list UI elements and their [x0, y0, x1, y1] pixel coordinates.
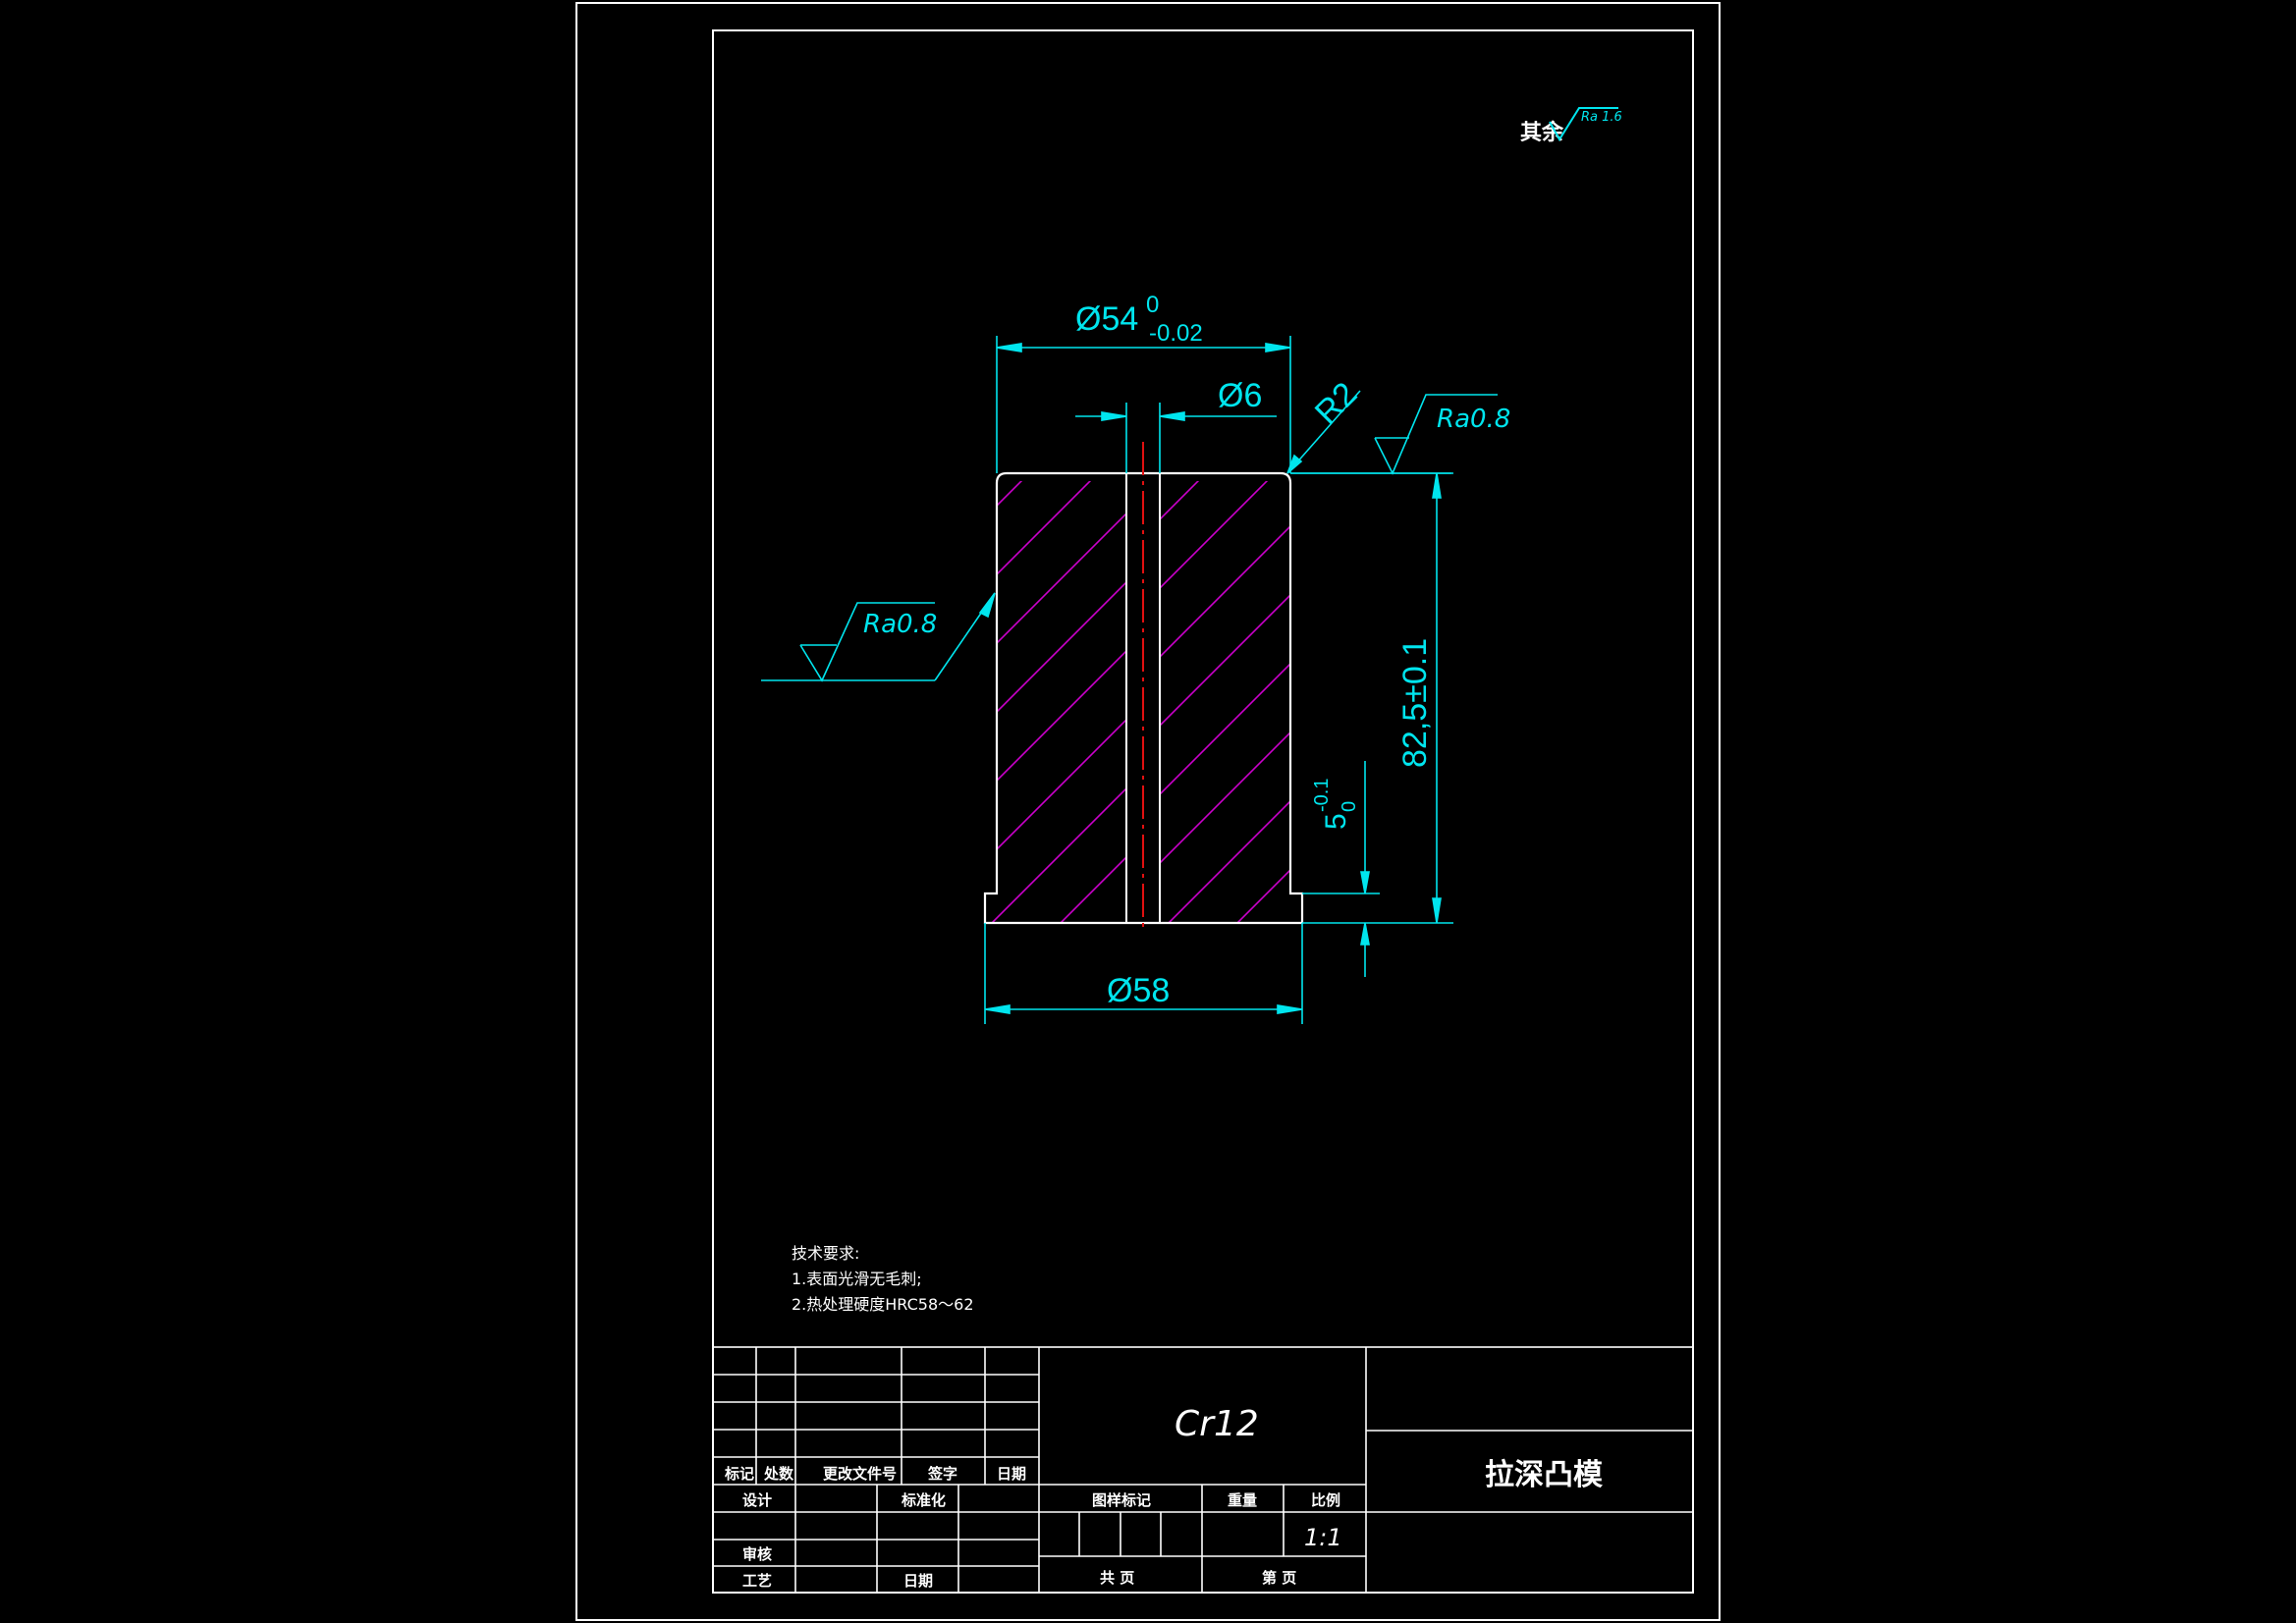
tb-design: 设计 — [742, 1491, 772, 1509]
technical-requirements: 技术要求: 1.表面光滑无毛刺; 2.热处理硬度HRC58～62 — [792, 1244, 974, 1314]
tb-date: 日期 — [997, 1465, 1026, 1483]
roughness-symbol-icon — [1549, 107, 1618, 141]
finish-note-prefix: 其余 — [1520, 120, 1564, 145]
title-block-text: 标记 处数 更改文件号 签字 日期 设计 标准化 审核 工艺 日期 图样标记 重… — [724, 1404, 1603, 1590]
dim-flange: 5 — [1320, 813, 1352, 830]
dim-top-diameter-lower: -0.02 — [1149, 320, 1203, 347]
finish-note-ra: Ra 1.6 — [1581, 110, 1622, 125]
tech-req-item: 2.热处理硬度HRC58～62 — [792, 1295, 974, 1314]
tb-sheets-total: 共 页 — [1100, 1569, 1134, 1587]
tb-part-name: 拉深凸模 — [1485, 1458, 1603, 1492]
tech-req-title: 技术要求: — [792, 1244, 859, 1263]
hatch-right — [1160, 481, 1302, 923]
tb-signature: 签字 — [927, 1465, 957, 1483]
tb-date-2: 日期 — [903, 1572, 933, 1590]
tb-scale-label: 比例 — [1311, 1491, 1340, 1509]
tb-sheet-no: 第 页 — [1262, 1569, 1296, 1587]
hatch-left — [985, 481, 1126, 923]
tb-scale: 1:1 — [1304, 1524, 1342, 1551]
tb-material: Cr12 — [1175, 1404, 1259, 1444]
roughness-top-right: Ra0.8 — [1437, 405, 1510, 434]
dimensions — [761, 336, 1498, 1024]
dim-flange-upper: -0.1 — [1311, 779, 1333, 812]
dim-top-diameter-upper: 0 — [1146, 292, 1159, 318]
outer-sheet-border — [575, 2, 1721, 1621]
tb-standardization: 标准化 — [901, 1491, 946, 1509]
tb-review: 审核 — [742, 1545, 772, 1563]
dim-bottom-diameter: Ø58 — [1107, 972, 1170, 1009]
tb-weight: 重量 — [1228, 1491, 1257, 1509]
dim-top-diameter: Ø54 — [1075, 300, 1138, 338]
tb-mark: 标记 — [724, 1465, 754, 1483]
dim-hole-diameter: Ø6 — [1218, 377, 1262, 414]
dim-flange-lower: 0 — [1339, 801, 1360, 812]
tb-drawing-mark: 图样标记 — [1092, 1491, 1151, 1509]
tb-change-doc: 更改文件号 — [823, 1465, 897, 1483]
dim-height: 82,5±0.1 — [1396, 638, 1434, 768]
general-surface-finish-note: 其余 Ra 1.6 — [1520, 107, 1622, 145]
tb-process: 工艺 — [742, 1572, 772, 1590]
title-block — [712, 1346, 1694, 1594]
tech-req-item: 1.表面光滑无毛刺; — [792, 1270, 922, 1288]
roughness-left: Ra0.8 — [863, 610, 937, 639]
tb-count: 处数 — [763, 1465, 794, 1483]
